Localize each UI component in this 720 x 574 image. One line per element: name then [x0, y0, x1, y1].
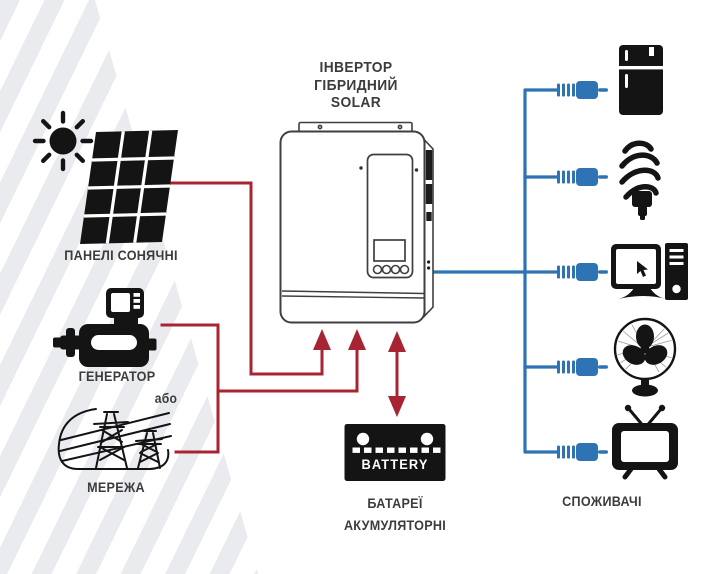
source-arrowheads [313, 329, 406, 417]
battery-label-line1: БАТАРЕЇ [367, 495, 423, 511]
battery-label-line2: АКУМУЛЯТОРНІ [343, 517, 447, 533]
plug-icon [557, 358, 608, 376]
solar-panel-icon [80, 130, 178, 244]
load-wiring [431, 88, 558, 454]
power-grid-icon [57, 408, 172, 470]
inverter-title: ІНВЕРТОР ГІБРИДНИЙ SOLAR [314, 59, 398, 112]
source-wiring [160, 181, 399, 454]
generator-label: ГЕНЕРАТОР [78, 368, 156, 384]
generator-input-arrow [348, 329, 366, 350]
grid-label: МЕРЕЖА [87, 479, 145, 495]
solar-wire [169, 181, 324, 376]
solar-panels-label: ПАНЕЛІ СОНЯЧНІ [64, 247, 178, 263]
or-label: або [154, 391, 178, 406]
computer-icon [611, 243, 688, 300]
cfl-bulb-icon [619, 140, 661, 220]
inverter-title-line3: SOLAR [330, 94, 382, 111]
fan-icon [613, 317, 677, 397]
battery-arrow-up [388, 331, 406, 352]
refrigerator-icon [619, 45, 663, 115]
consumers-label: СПОЖИВАЧІ [562, 493, 642, 509]
tv-icon [612, 404, 678, 480]
generator-icon [53, 288, 157, 367]
plug-icon [557, 81, 608, 99]
inverter-title-line2: ГІБРИДНИЙ [314, 76, 398, 94]
inverter-lcd [373, 239, 406, 262]
inverter-illustration [279, 121, 434, 324]
inverter-side-vents [425, 150, 433, 270]
battery-device-text: BATTERY [361, 457, 429, 472]
plug-icon [557, 263, 608, 281]
battery-icon [344, 424, 446, 481]
inverter-mount-bracket [298, 121, 413, 133]
battery-arrow-down [388, 396, 406, 417]
inverter-title-line1: ІНВЕРТОР [319, 59, 393, 76]
battery-label: БАТАРЕЇ АКУМУЛЯТОРНІ [344, 492, 446, 536]
sun-icon [32, 110, 94, 172]
grid-branch-wire [216, 345, 359, 393]
solar-input-arrow [313, 329, 331, 350]
plug-icon [557, 443, 608, 461]
plug-icon [557, 168, 608, 186]
inverter-buttons [372, 264, 410, 275]
plug-icons [557, 81, 608, 461]
generator-grid-wire [160, 323, 220, 454]
